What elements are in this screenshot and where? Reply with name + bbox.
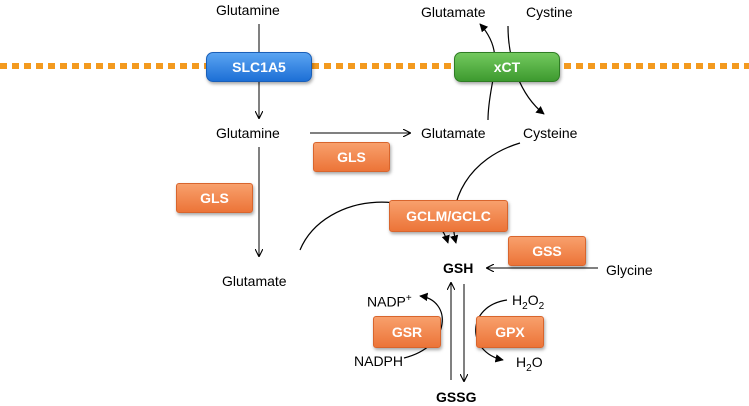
gclm-gclc-label: GCLM/GCLC bbox=[406, 208, 491, 224]
water: H2O bbox=[516, 354, 543, 377]
glutamate-extracellular: Glutamate bbox=[421, 4, 486, 20]
glycine: Glycine bbox=[606, 262, 653, 278]
nadp-superscript: + bbox=[405, 293, 412, 304]
gls-enzyme-left: GLS bbox=[176, 183, 253, 213]
h2o-h: H bbox=[516, 354, 527, 370]
gls-enzyme-top: GLS bbox=[313, 142, 390, 172]
glutamate-lower: Glutamate bbox=[222, 273, 287, 289]
xct-transporter: xCT bbox=[454, 52, 560, 82]
hydrogen-peroxide: H2O2 bbox=[512, 292, 544, 315]
cystine-extracellular: Cystine bbox=[526, 4, 573, 20]
glutamine-intracellular: Glutamine bbox=[216, 125, 280, 141]
gpx-label: GPX bbox=[495, 324, 525, 340]
nadp-plus: NADP+ bbox=[367, 291, 412, 310]
glutamine-extracellular: Glutamine bbox=[216, 2, 280, 18]
gsr-label: GSR bbox=[391, 324, 423, 340]
arrow-nadph-to-nadp bbox=[403, 292, 443, 359]
gss-label: GSS bbox=[532, 243, 562, 259]
xct-label: xCT bbox=[493, 59, 521, 75]
nadp-text: NADP bbox=[367, 293, 406, 310]
h2o-sub: 2 bbox=[526, 362, 532, 374]
gclm-gclc-enzyme: GCLM/GCLC bbox=[389, 200, 508, 232]
h2o2-sub1: 2 bbox=[522, 300, 528, 312]
gsr-enzyme: GSR bbox=[373, 316, 441, 348]
nadph: NADPH bbox=[354, 353, 404, 369]
h2o2-sub2: 2 bbox=[538, 300, 545, 312]
h2o2-o: O bbox=[527, 292, 539, 308]
gss-enzyme: GSS bbox=[508, 236, 586, 266]
gpx-enzyme: GPX bbox=[476, 316, 544, 348]
gssg: GSSG bbox=[436, 389, 477, 405]
cysteine: Cysteine bbox=[523, 125, 578, 141]
glutamate-intracellular: Glutamate bbox=[421, 125, 486, 141]
h2o-o: O bbox=[531, 354, 543, 370]
gls-top-label: GLS bbox=[337, 149, 366, 165]
arrow-h2o2-to-h2o bbox=[475, 299, 508, 363]
slc1a5-transporter: SLC1A5 bbox=[206, 52, 312, 82]
gsh: GSH bbox=[443, 260, 474, 276]
gls-left-label: GLS bbox=[200, 190, 229, 206]
slc1a5-label: SLC1A5 bbox=[232, 59, 286, 75]
h2o2-h: H bbox=[512, 292, 523, 308]
